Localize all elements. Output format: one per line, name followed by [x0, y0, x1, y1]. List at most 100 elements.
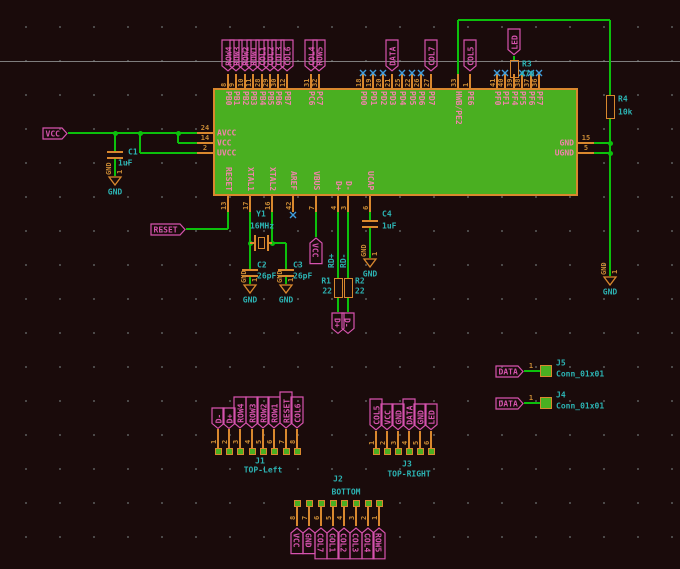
pin-UGND[interactable]: [578, 152, 594, 154]
connector-J3-pad[interactable]: [372, 448, 380, 455]
pin-XTAL2[interactable]: [271, 196, 273, 212]
pin-J2-4[interactable]: [343, 507, 345, 526]
pin-PB0[interactable]: [227, 74, 229, 88]
wire[interactable]: [369, 227, 371, 258]
global-label-Dminus[interactable]: D-: [341, 312, 355, 335]
gnd-symbol-c3[interactable]: [278, 284, 294, 295]
capacitor-C1[interactable]: [107, 151, 123, 154]
global-label-ROW3[interactable]: ROW3: [245, 396, 259, 429]
global-label-ROW1[interactable]: ROW1: [267, 396, 281, 429]
wire[interactable]: [369, 212, 371, 220]
global-label-COL5[interactable]: COL5: [369, 398, 383, 431]
wire[interactable]: [594, 142, 610, 144]
connector-J1-pad[interactable]: [293, 448, 301, 455]
pin-J3-3[interactable]: [397, 431, 399, 448]
wire[interactable]: [347, 212, 349, 278]
capacitor-C1[interactable]: [107, 156, 123, 159]
pin-PB3[interactable]: [252, 74, 254, 88]
wire[interactable]: [227, 212, 229, 229]
global-label-DATA[interactable]: DATA: [402, 398, 416, 431]
global-label-COL4[interactable]: COL4: [361, 527, 375, 560]
capacitor-C3[interactable]: [278, 274, 294, 277]
connector-J5-pad[interactable]: [540, 365, 552, 377]
global-label-VCC[interactable]: VCC: [42, 126, 68, 140]
global-label-ROW4[interactable]: ROW4: [233, 396, 247, 429]
pin-PB7[interactable]: [286, 74, 288, 88]
pin-VCC[interactable]: [197, 142, 213, 144]
global-label-DATA[interactable]: DATA: [385, 39, 399, 72]
pin-PD7[interactable]: [430, 74, 432, 88]
wire[interactable]: [285, 276, 287, 284]
crystal-Y1-plate[interactable]: [253, 235, 256, 251]
wire[interactable]: [609, 119, 611, 276]
global-label-GND[interactable]: GND: [413, 403, 427, 431]
global-label-COL2[interactable]: COL2: [337, 527, 351, 560]
capacitor-C4[interactable]: [362, 225, 378, 228]
connector-J3-pad[interactable]: [394, 448, 402, 455]
global-label-COL7[interactable]: COL7: [314, 527, 328, 560]
pin-J2-2[interactable]: [367, 507, 369, 526]
capacitor-C3[interactable]: [278, 269, 294, 272]
pin-VBUS[interactable]: [315, 196, 317, 212]
pin-J2-8[interactable]: [296, 507, 298, 526]
global-label-RESET[interactable]: RESET: [150, 222, 186, 236]
pin-J2-1[interactable]: [378, 507, 380, 526]
global-label-COL6[interactable]: COL6: [280, 39, 294, 72]
pin-J1-3[interactable]: [239, 429, 241, 448]
global-label-COL6[interactable]: COL6: [290, 396, 304, 429]
wire[interactable]: [178, 142, 213, 144]
pin-PB6[interactable]: [277, 74, 279, 88]
connector-J2-pad[interactable]: [329, 500, 337, 507]
global-label-VCC[interactable]: VCC: [380, 403, 394, 431]
pin-D-[interactable]: [347, 196, 349, 212]
wire[interactable]: [337, 298, 339, 312]
connector-J1-pad[interactable]: [214, 448, 222, 455]
pin-PB1[interactable]: [235, 74, 237, 88]
pin-J1-5[interactable]: [262, 429, 264, 448]
lead[interactable]: [250, 242, 255, 244]
global-label-GND[interactable]: GND: [391, 403, 405, 431]
capacitor-C2[interactable]: [242, 274, 258, 277]
connector-J1-pad[interactable]: [270, 448, 278, 455]
pin-PB4[interactable]: [261, 74, 263, 88]
pin-PD2[interactable]: [382, 74, 384, 88]
wire[interactable]: [249, 243, 251, 269]
wire[interactable]: [272, 242, 286, 244]
pin-XTAL1[interactable]: [249, 196, 251, 212]
wire[interactable]: [315, 212, 317, 237]
pin-J3-4[interactable]: [408, 431, 410, 448]
crystal-Y1-body[interactable]: [257, 237, 265, 249]
global-label-COL3[interactable]: COL3: [349, 527, 363, 560]
wire[interactable]: [139, 133, 141, 153]
ic-body[interactable]: [213, 88, 578, 196]
pin-J1-1[interactable]: [217, 429, 219, 448]
global-label-ROW5[interactable]: ROW5: [372, 527, 386, 560]
wire[interactable]: [186, 228, 228, 230]
global-label-COL1[interactable]: COL1: [326, 527, 340, 560]
global-label-DATA-j5[interactable]: DATA: [495, 365, 524, 378]
connector-J3-pad[interactable]: [416, 448, 424, 455]
pin-PD1[interactable]: [372, 74, 374, 88]
connector-J1-pad[interactable]: [282, 448, 290, 455]
pin-J2-7[interactable]: [308, 507, 310, 526]
pin-PC7[interactable]: [318, 74, 320, 88]
global-label-COL5[interactable]: COL5: [463, 39, 477, 72]
pin-J3-1[interactable]: [375, 431, 377, 448]
connector-J2-pad[interactable]: [305, 500, 313, 507]
global-label-ROW2[interactable]: ROW2: [256, 396, 270, 429]
wire[interactable]: [337, 212, 339, 278]
lead[interactable]: [267, 242, 272, 244]
connector-J1-pad[interactable]: [225, 448, 233, 455]
pin-J2-3[interactable]: [355, 507, 357, 526]
connector-J1-pad[interactable]: [236, 448, 244, 455]
connector-J1-pad[interactable]: [259, 448, 267, 455]
pin-PD5[interactable]: [411, 74, 413, 88]
wire[interactable]: [524, 402, 540, 404]
pin-PB5[interactable]: [269, 74, 271, 88]
connector-J2-pad[interactable]: [293, 500, 301, 507]
pin-PD3[interactable]: [391, 74, 393, 88]
gnd-symbol-r4[interactable]: [602, 276, 618, 287]
pin-PF7[interactable]: [538, 74, 540, 88]
pin-J1-2[interactable]: [228, 429, 230, 448]
global-label-LED[interactable]: LED: [424, 403, 438, 431]
